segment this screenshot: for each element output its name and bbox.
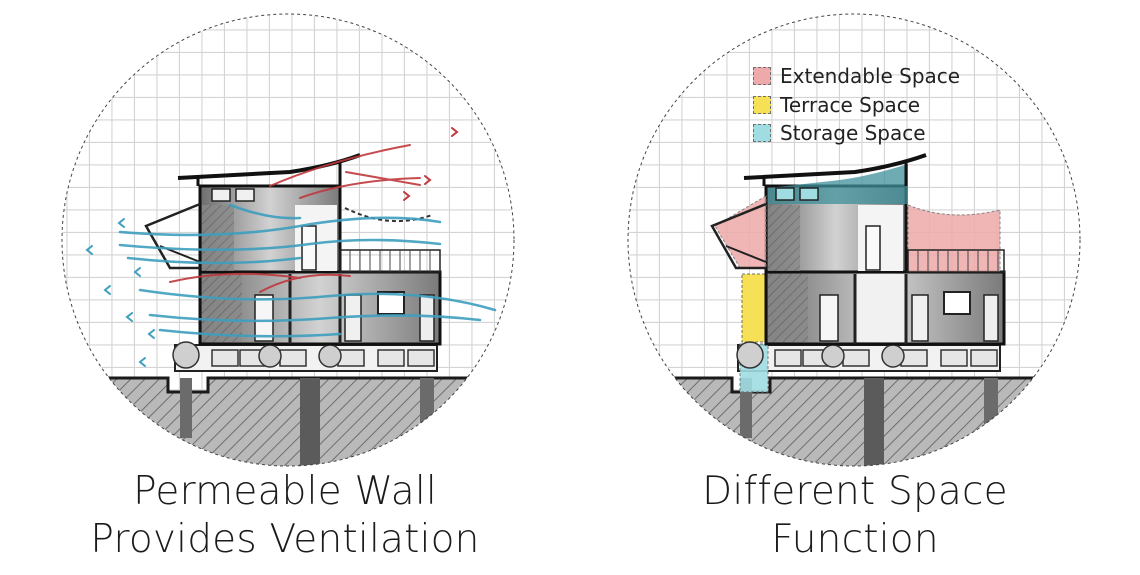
- legend-item-extendable: Extendable Space: [753, 62, 960, 91]
- extendable-space-area: [907, 204, 1001, 273]
- legend-item-terrace: Terrace Space: [753, 91, 960, 120]
- pile: [300, 378, 320, 466]
- caption-line: Permeable Wall: [133, 469, 437, 514]
- building-section: [144, 153, 442, 372]
- pile: [864, 378, 884, 466]
- pile: [420, 378, 434, 438]
- pile: [740, 378, 752, 438]
- legend-label: Terrace Space: [780, 92, 921, 117]
- caption-line: Provides Ventilation: [90, 517, 480, 562]
- pile: [984, 378, 998, 438]
- ventilation-section-diagram: [61, 13, 515, 467]
- terrace-space-area: [741, 273, 767, 343]
- building-section: [710, 153, 1006, 393]
- legend-swatch: [753, 95, 771, 114]
- extendable-space-area: [714, 195, 767, 269]
- legend-label: Extendable Space: [780, 64, 961, 89]
- ground: [62, 378, 514, 466]
- space-legend: Extendable Space Terrace Space Storage S…: [753, 62, 960, 148]
- space-function-section-diagram: [627, 13, 1081, 467]
- space-function-caption: Different Space Function: [570, 468, 1140, 564]
- pile: [180, 378, 192, 438]
- legend-swatch: [753, 124, 771, 143]
- ventilation-panel: Permeable Wall Provides Ventilation: [0, 13, 570, 564]
- caption-line: Different Space: [702, 469, 1008, 514]
- legend-swatch: [753, 67, 771, 86]
- legend-item-storage: Storage Space: [753, 119, 960, 148]
- airflow-arrows: [85, 127, 497, 367]
- ground: [628, 378, 1080, 466]
- space-function-panel: Extendable Space Terrace Space Storage S…: [570, 0, 1140, 575]
- caption-line: Function: [771, 517, 939, 562]
- legend-label: Storage Space: [780, 121, 926, 146]
- ventilation-caption: Permeable Wall Provides Ventilation: [0, 468, 570, 564]
